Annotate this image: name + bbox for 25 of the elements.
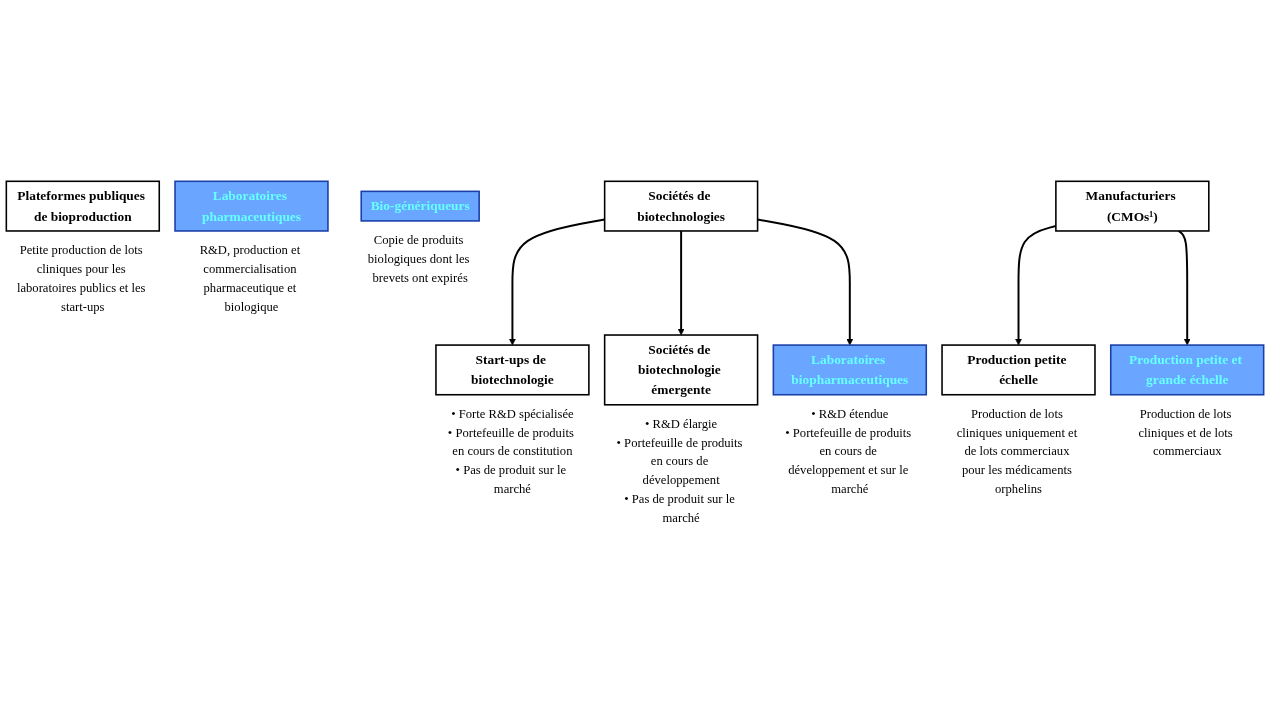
- node-label: • Pas de produit sur le marché: [455, 463, 567, 496]
- node-label: • Forte R&D spécialisée: [451, 406, 574, 420]
- node-label: • Portefeuille de produits en cours de développement: [616, 435, 743, 487]
- node-label: • Portefeuille de produits en cours de développement et sur le marché: [785, 425, 912, 496]
- node-box: Manufacturiers (CMOs¹): [1055, 180, 1210, 232]
- node-box: Sociétés de biotechnologie émergente: [603, 333, 759, 406]
- node-label: • Pas de produit sur le marché: [624, 492, 735, 525]
- node-label: Production de lots cliniques et de lots commerciaux: [1138, 406, 1233, 458]
- node-box: Laboratoires pharmaceutiques: [174, 180, 329, 232]
- node-label: • Portefeuille de produits en cours de constitution: [447, 425, 574, 458]
- node-label: Production de lots cliniques uniquement et de lots commerciaux pour les médicaments orphelins: [956, 406, 1078, 496]
- node-box: Production petite et grande échelle: [1109, 344, 1265, 396]
- node-box: Bio-génériqueurs: [360, 190, 480, 222]
- node-label: • R&D étendue: [811, 406, 889, 420]
- node-label: R&D, production et commercialisation pharmaceutique et biologique: [199, 242, 301, 313]
- node-label: Copie de produits biologiques dont les brevets ont expirés: [367, 232, 470, 284]
- node-box: Laboratoires biopharmaceutiques: [772, 344, 928, 396]
- node-label: Petite production de lots cliniques pour les laboratoires publics et les start-ups: [16, 242, 146, 313]
- arrow: [1177, 229, 1191, 346]
- node-box: Start-ups de biotechnologie: [435, 344, 590, 396]
- node-box: Production petite échelle: [941, 344, 1096, 396]
- arrow: [677, 229, 685, 336]
- node-label: • R&D élargie: [645, 416, 718, 430]
- node-box: Plateformes publiques de bioproduction: [5, 180, 161, 232]
- node-box: Sociétés de biotechnologies: [603, 180, 759, 232]
